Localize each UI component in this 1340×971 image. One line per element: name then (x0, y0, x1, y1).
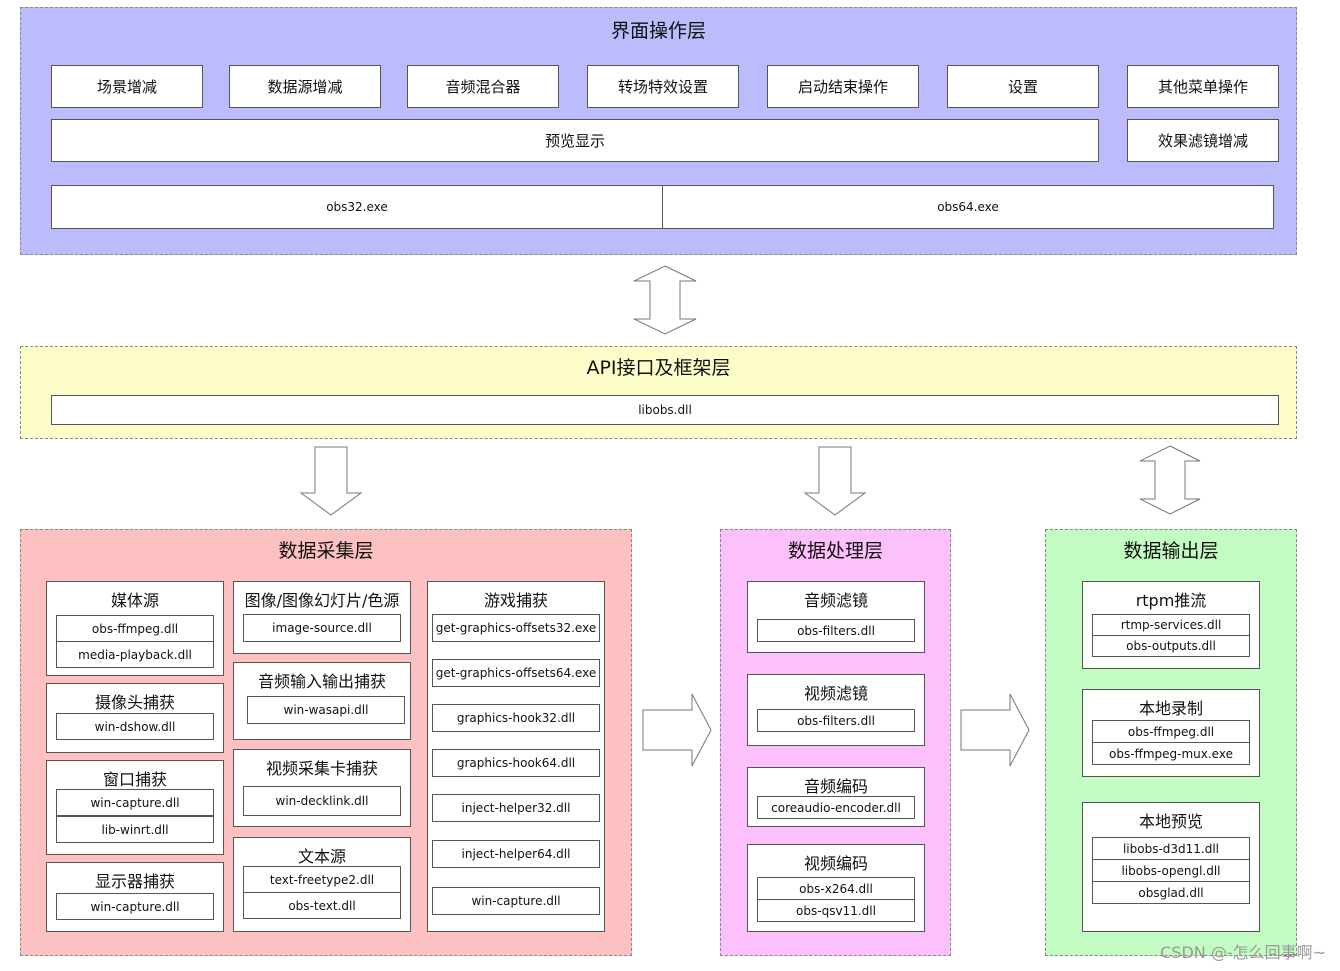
down-arrow-capture (299, 446, 363, 516)
ui-exe64: obs64.exe (662, 185, 1274, 229)
dll-box: graphics-hook32.dll (432, 704, 600, 732)
ui-layer-title: 界面操作层 (610, 20, 706, 42)
dll-box: obs-ffmpeg.dll (56, 615, 214, 642)
group-title: 摄像头捕获 (94, 693, 175, 712)
group-audio-filter: 音频滤镜 (747, 581, 925, 653)
ui-button-start-stop: 启动结束操作 (767, 65, 919, 108)
dll-box: image-source.dll (243, 614, 401, 642)
group-title: 本地录制 (1138, 699, 1203, 718)
group-title: 视频采集卡捕获 (265, 759, 378, 778)
group-title: 媒体源 (110, 591, 159, 610)
group-title: 本地预览 (1138, 812, 1203, 831)
dll-box: libobs-opengl.dll (1092, 859, 1250, 882)
watermark: CSDN @-怎么回事啊~ (1160, 943, 1326, 962)
group-title: 窗口捕获 (102, 770, 167, 789)
ui-preview: 预览显示 (51, 119, 1099, 162)
ui-button-scene: 场景增减 (51, 65, 203, 108)
dll-box: get-graphics-offsets32.exe (432, 614, 600, 642)
group-title: rtpm推流 (1135, 591, 1207, 610)
dll-box: obs-x264.dll (757, 877, 915, 900)
api-libobs: libobs.dll (51, 395, 1279, 425)
dll-box: obs-filters.dll (757, 619, 915, 642)
dll-box: obs-text.dll (243, 892, 401, 919)
group-title: 文本源 (297, 847, 346, 866)
dll-box: obsglad.dll (1092, 881, 1250, 904)
dll-box: obs-filters.dll (757, 709, 915, 732)
ui-button-settings: 设置 (947, 65, 1099, 108)
dll-box: media-playback.dll (56, 641, 214, 668)
ui-button-transition: 转场特效设置 (587, 65, 739, 108)
dll-box: win-capture.dll (56, 893, 214, 920)
group-title: 音频编码 (803, 777, 868, 796)
double-arrow-output (1139, 445, 1201, 515)
dll-box: win-decklink.dll (243, 786, 401, 816)
dll-box: inject-helper64.dll (432, 840, 600, 868)
group-title: 音频滤镜 (803, 591, 868, 610)
dll-box: obs-qsv11.dll (757, 899, 915, 922)
dll-box: win-capture.dll (432, 887, 600, 915)
dll-box: win-dshow.dll (56, 713, 214, 740)
dll-box: win-capture.dll (56, 789, 214, 816)
api-layer-title: API接口及框架层 (586, 357, 731, 379)
group-title: 视频编码 (803, 854, 868, 873)
dll-box: obs-ffmpeg.dll (1092, 720, 1250, 743)
dll-box: text-freetype2.dll (243, 866, 401, 893)
group-title: 视频滤镜 (803, 684, 868, 703)
ui-button-source: 数据源增减 (229, 65, 381, 108)
right-arrow-process-output (960, 693, 1030, 767)
dll-box: get-graphics-offsets64.exe (432, 659, 600, 687)
capture-layer-title: 数据采集层 (278, 540, 374, 562)
dll-box: obs-ffmpeg-mux.exe (1092, 742, 1250, 765)
dll-box: rtmp-services.dll (1092, 614, 1250, 636)
ui-exe32: obs32.exe (51, 185, 663, 229)
down-arrow-process (803, 446, 867, 516)
ui-filters: 效果滤镜增减 (1127, 119, 1279, 162)
right-arrow-capture-process (642, 693, 712, 767)
ui-button-mixer: 音频混合器 (407, 65, 559, 108)
ui-button-other-menu: 其他菜单操作 (1127, 65, 1279, 108)
dll-box: graphics-hook64.dll (432, 749, 600, 777)
dll-box: lib-winrt.dll (56, 816, 214, 843)
group-title: 显示器捕获 (94, 872, 175, 891)
dll-box: libobs-d3d11.dll (1092, 837, 1250, 860)
group-title: 音频输入输出捕获 (257, 672, 386, 691)
dll-box: obs-outputs.dll (1092, 635, 1250, 657)
dll-box: coreaudio-encoder.dll (757, 796, 915, 819)
double-arrow-ui-api (633, 265, 697, 335)
output-layer-title: 数据输出层 (1123, 540, 1219, 562)
api-layer: API接口及框架层 (20, 346, 1297, 439)
group-title: 图像/图像幻灯片/色源 (244, 591, 400, 610)
group-title: 游戏捕获 (483, 591, 548, 610)
dll-box: inject-helper32.dll (432, 794, 600, 822)
dll-box: win-wasapi.dll (247, 696, 405, 724)
process-layer-title: 数据处理层 (787, 540, 883, 562)
